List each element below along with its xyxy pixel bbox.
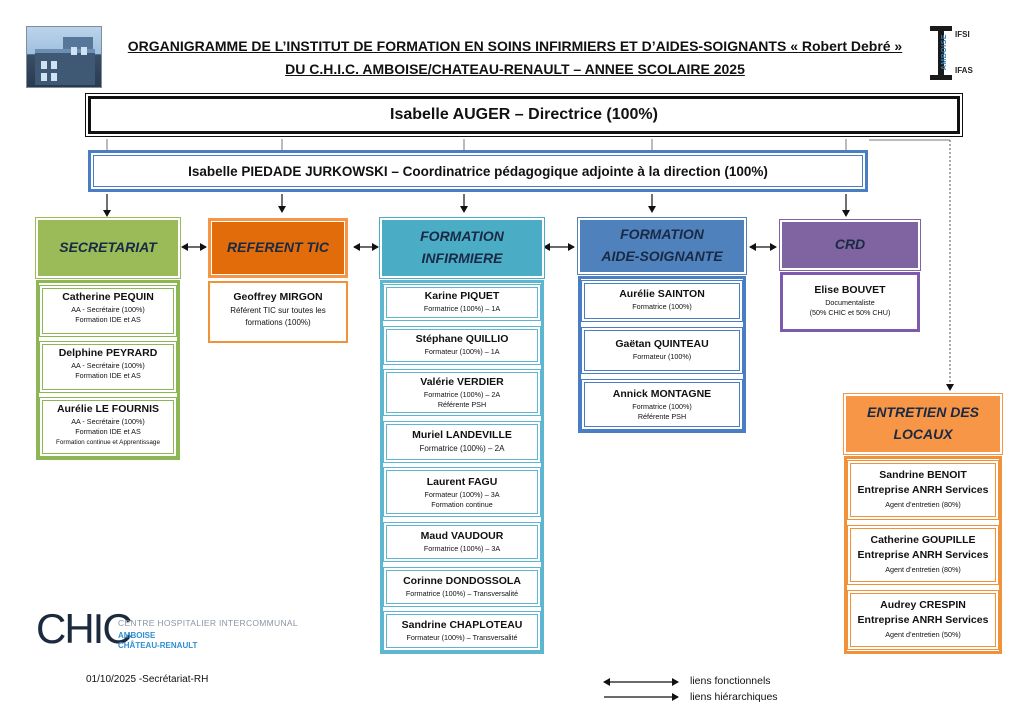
member-card-stephane-quillio: Stéphane QUILLIO Formateur (100%) – 1A — [383, 326, 541, 365]
member-role: Formatrice (100%) – 3A — [384, 544, 540, 554]
member-name: Geoffrey MIRGON — [210, 291, 346, 303]
entretien-title-line1: ENTRETIEN DES — [867, 402, 979, 424]
member-card-audrey-crespin: Audrey CRESPIN Entreprise ANRH Services … — [847, 590, 999, 650]
member-company: Entreprise ANRH Services — [848, 483, 998, 498]
entretien-title-line2: LOCAUX — [893, 424, 952, 446]
chic-logo-line3: CHÂTEAU-RENAULT — [118, 641, 197, 650]
footer-date: 01/10/2025 -Secrétariat-RH — [86, 674, 208, 685]
member-role: AA - Secrétaire (100%) — [40, 417, 176, 427]
member-name: Catherine GOUPILLE — [848, 533, 998, 548]
member-card-gaetan-quinteau: Gaëtan QUINTEAU Formateur (100%) — [581, 327, 743, 374]
member-role: Formatrice (100%) – 1A — [384, 304, 540, 314]
member-company: Entreprise ANRH Services — [848, 548, 998, 563]
member-card-delphine-peyrard: Delphine PEYRARD AA - Secrétaire (100%) … — [39, 341, 177, 393]
member-card-elise-bouvet: Elise BOUVET Documentaliste (50% CHIC et… — [780, 272, 920, 332]
member-name: Audrey CRESPIN — [848, 598, 998, 613]
member-card-corinne-dondossola: Corinne DONDOSSOLA Formatrice (100%) – T… — [383, 567, 541, 607]
member-name: Delphine PEYRARD — [40, 347, 176, 359]
member-name: Sandrine CHAPLOTEAU — [384, 619, 540, 631]
chic-logo-line1: CENTRE HOSPITALIER INTERCOMMUNAL — [118, 618, 298, 628]
coordinator-box: Isabelle PIEDADE JURKOWSKI – Coordinatri… — [88, 150, 868, 192]
member-card-maud-vaudour: Maud VAUDOUR Formatrice (100%) – 3A — [383, 522, 541, 562]
secretariat-header: SECRETARIAT — [36, 218, 180, 278]
fi-title-line1: FORMATION — [420, 226, 504, 248]
member-name: Maud VAUDOUR — [384, 530, 540, 542]
legend-hierarchical-label: liens hiérarchiques — [690, 691, 778, 703]
member-role: Documentaliste — [783, 298, 917, 308]
chic-logo: CHIC CENTRE HOSPITALIER INTERCOMMUNAL AM… — [36, 606, 306, 656]
member-role: AA - Secrétaire (100%) — [40, 361, 176, 371]
member-role: Agent d’entretien (80%) — [848, 500, 998, 510]
member-name: Catherine PEQUIN — [40, 291, 176, 303]
chic-logo-mark: CHIC — [36, 606, 131, 652]
member-name: Annick MONTAGNE — [582, 388, 742, 400]
member-name: Gaëtan QUINTEAU — [582, 338, 742, 350]
fas-title-line1: FORMATION — [620, 224, 704, 246]
fi-title-line2: INFIRMIERE — [422, 248, 503, 270]
fi-header: FORMATION INFIRMIERE — [380, 218, 544, 278]
member-name: Corinne DONDOSSOLA — [384, 575, 540, 587]
member-name: Valérie VERDIER — [384, 376, 540, 388]
fas-header: FORMATION AIDE-SOIGNANTE — [578, 218, 746, 274]
member-card-annick-montagne: Annick MONTAGNE Formatrice (100%) Référe… — [581, 379, 743, 430]
member-role: Formation continue — [384, 500, 540, 510]
member-role: Formatrice (100%) – 2A — [384, 390, 540, 400]
member-role: Formation IDE et AS — [40, 427, 176, 437]
member-role: Agent d’entretien (50%) — [848, 630, 998, 640]
crd-header: CRD — [780, 220, 920, 270]
member-company: Entreprise ANRH Services — [848, 613, 998, 628]
member-role: Agent d’entretien (80%) — [848, 565, 998, 575]
secretariat-title: SECRETARIAT — [59, 237, 156, 259]
member-name: Muriel LANDEVILLE — [384, 429, 540, 441]
member-name: Sandrine BENOIT — [848, 468, 998, 483]
member-role: Formation IDE et AS — [40, 315, 176, 325]
member-role: AA - Secrétaire (100%) — [40, 305, 176, 315]
member-role: Référente PSH — [384, 400, 540, 410]
member-card-aurelie-le-fournis: Aurélie LE FOURNIS AA - Secrétaire (100%… — [39, 397, 177, 457]
member-card-muriel-landeville: Muriel LANDEVILLE Formatrice (100%) – 2A — [383, 421, 541, 463]
member-card-sandrine-benoit: Sandrine BENOIT Entreprise ANRH Services… — [847, 460, 999, 520]
chic-logo-line2: AMBOISE — [118, 631, 155, 640]
member-card-valerie-verdier: Valérie VERDIER Formatrice (100%) – 2A R… — [383, 369, 541, 416]
member-card-geoffrey-mirgon: Geoffrey MIRGON Référent TIC sur toutes … — [208, 281, 348, 343]
tic-title: REFERENT TIC — [227, 237, 329, 259]
member-name: Aurélie LE FOURNIS — [40, 403, 176, 415]
crd-title: CRD — [835, 234, 865, 256]
legend-functional-label: liens fonctionnels — [690, 675, 771, 687]
member-role: (50% CHIC et 50% CHU) — [783, 308, 917, 318]
member-role: Formation IDE et AS — [40, 371, 176, 381]
member-role: Formateur (100%) – Transversalité — [384, 633, 540, 643]
member-role: formations (100%) — [210, 317, 346, 329]
member-name: Laurent FAGU — [384, 476, 540, 488]
member-role: Formatrice (100%) – Transversalité — [384, 589, 540, 599]
member-role: Référente PSH — [582, 412, 742, 422]
member-role: Formateur (100%) — [582, 352, 742, 362]
fas-title-line2: AIDE-SOIGNANTE — [601, 246, 722, 268]
member-name: Karine PIQUET — [384, 290, 540, 302]
member-role: Formatrice (100%) — [582, 302, 742, 312]
member-role: Référent TIC sur toutes les — [210, 305, 346, 317]
member-role: Formation continue et Apprentissage — [40, 438, 176, 447]
director-box: Isabelle AUGER – Directrice (100%) — [88, 96, 960, 134]
member-role: Formatrice (100%) – 2A — [384, 443, 540, 455]
member-card-catherine-goupille: Catherine GOUPILLE Entreprise ANRH Servi… — [847, 525, 999, 585]
entretien-header: ENTRETIEN DES LOCAUX — [844, 394, 1002, 454]
member-name: Stéphane QUILLIO — [384, 333, 540, 345]
member-name: Aurélie SAINTON — [582, 288, 742, 300]
member-role: Formateur (100%) – 1A — [384, 347, 540, 357]
member-card-laurent-fagu: Laurent FAGU Formateur (100%) – 3A Forma… — [383, 467, 541, 517]
member-card-sandrine-chaploteau: Sandrine CHAPLOTEAU Formateur (100%) – T… — [383, 611, 541, 651]
member-card-aurelie-sainton: Aurélie SAINTON Formatrice (100%) — [581, 280, 743, 322]
member-role: Formatrice (100%) — [582, 402, 742, 412]
member-name: Elise BOUVET — [783, 284, 917, 296]
member-card-catherine-pequin: Catherine PEQUIN AA - Secrétaire (100%) … — [39, 285, 177, 337]
tic-header: REFERENT TIC — [208, 218, 348, 278]
member-role: Formateur (100%) – 3A — [384, 490, 540, 500]
member-card-karine-piquet: Karine PIQUET Formatrice (100%) – 1A — [383, 284, 541, 321]
